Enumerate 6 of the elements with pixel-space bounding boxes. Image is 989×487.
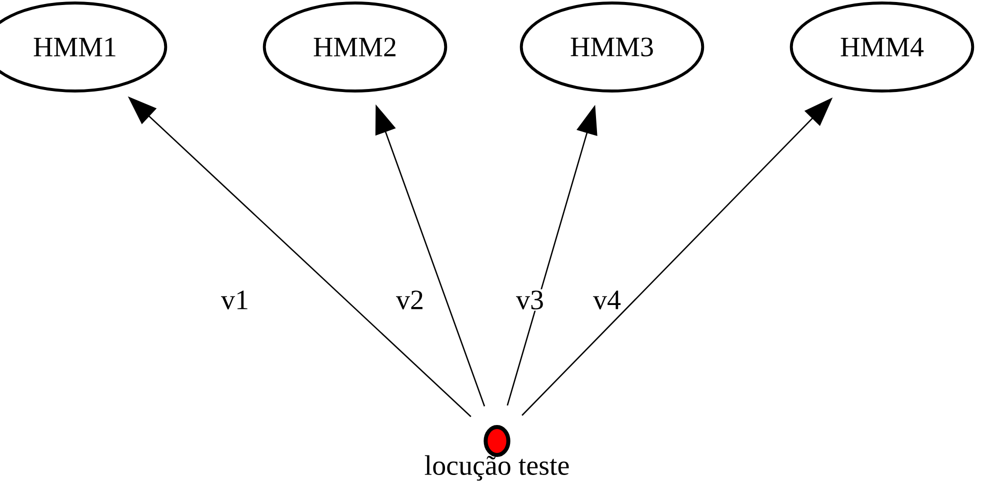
edge-label: v3 [516, 290, 543, 310]
edge-label: v1 [221, 290, 248, 310]
point-label: locução teste [424, 455, 569, 481]
point-dot [484, 425, 510, 457]
edge-label: v2 [396, 290, 422, 310]
edge-label: v4 [593, 290, 621, 310]
